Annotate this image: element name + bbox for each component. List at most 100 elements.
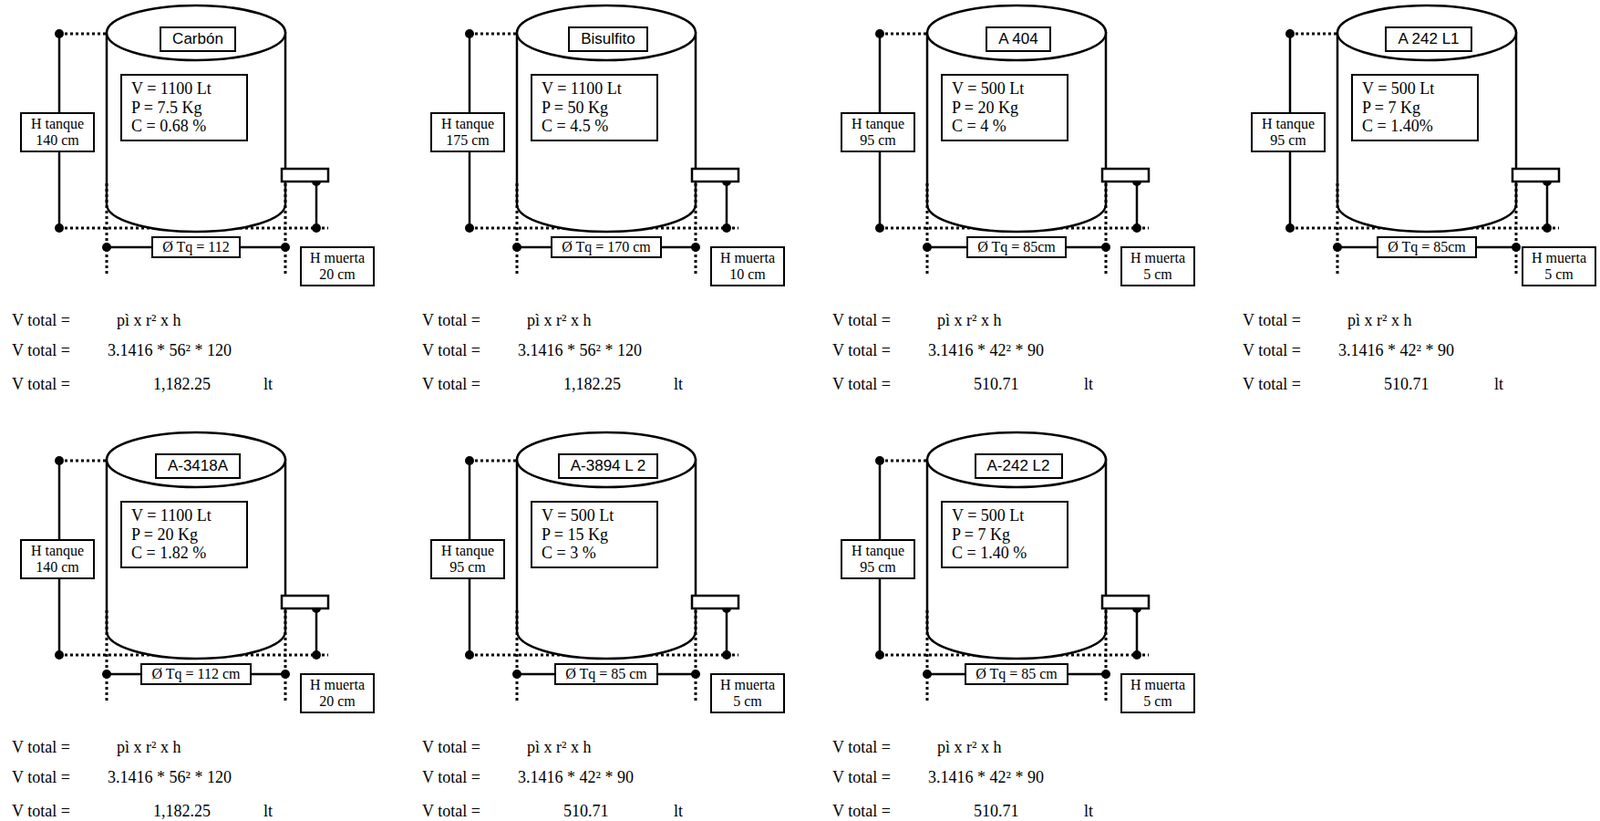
spec-box: V = 1100 LtP = 7.5 KgC = 0.68 %	[120, 73, 248, 142]
tank-body	[106, 459, 286, 659]
box-text: Ø Tq = 85cm	[977, 238, 1056, 256]
formula-prefix: V total =	[422, 374, 481, 394]
formula-prefix: V total =	[11, 767, 71, 787]
formula-prefix: V total =	[832, 310, 891, 331]
tank-name-box: A-3418A	[154, 453, 241, 479]
box-text: Ø Tq = 112	[162, 238, 229, 256]
formula: 3.1416 * 42² * 90	[517, 767, 634, 787]
tank-top	[516, 432, 696, 487]
spec-box: V = 1100 LtP = 50 KgC = 4.5 %	[530, 73, 659, 142]
dead-height-box: H muerta 5 cm	[1120, 246, 1196, 288]
dimension-dot	[1285, 29, 1295, 39]
tank-height-box: H tanque 95 cm	[430, 538, 506, 580]
formula-prefix: V total =	[422, 767, 481, 787]
unit: lt	[673, 801, 683, 821]
unit: lt	[1083, 801, 1094, 821]
diameter-extension	[516, 609, 519, 701]
diameter-box: Ø Tq = 170 cm	[550, 236, 662, 259]
dead-height-box: H muerta 5 cm	[710, 672, 785, 714]
formula-prefix: V total =	[11, 340, 71, 361]
unit: lt	[1083, 374, 1094, 394]
volume-value: 1,182.25	[153, 374, 211, 394]
dimension-dot	[875, 650, 885, 660]
box-text: H muerta 10 cm	[717, 249, 778, 284]
formula-prefix: V total =	[11, 374, 71, 394]
box-text: P = 15 Kg	[541, 525, 648, 545]
diameter-extension	[694, 183, 698, 274]
box-text: H tanque 95 cm	[847, 542, 909, 577]
box-text: P = 7.5 Kg	[131, 98, 238, 118]
formula-prefix: V total =	[11, 801, 71, 821]
dimension-dot	[464, 650, 475, 660]
formula: 3.1416 * 56² * 120	[107, 340, 232, 361]
box-text: H muerta 5 cm	[1127, 676, 1188, 711]
tank-body	[106, 32, 286, 232]
tank-top	[927, 5, 1106, 61]
box-text: Ø Tq = 112 cm	[151, 665, 240, 682]
outlet-pipe	[1102, 168, 1149, 182]
box-text: Ø Tq = 85 cm	[565, 665, 648, 682]
dimension-dot	[54, 650, 64, 660]
box-text: Ø Tq = 170 cm	[561, 238, 651, 256]
volume-value: 1,182.25	[563, 374, 621, 394]
dead-height-dimension	[725, 181, 729, 228]
formula: pì x r² x h	[526, 737, 591, 757]
box-text: Ø Tq = 85 cm	[975, 665, 1058, 682]
dead-height-dimension	[315, 181, 319, 228]
box-text: H tanque 95 cm	[847, 115, 909, 150]
diameter-extension	[926, 609, 930, 701]
tank-name-box: A 242 L1	[1384, 26, 1472, 52]
diameter-extension	[105, 183, 109, 274]
box-text: C = 3 %	[541, 543, 648, 563]
dimension-dot	[464, 455, 475, 465]
diameter-extension	[926, 183, 930, 274]
formula-prefix: V total =	[832, 340, 891, 361]
diameter-extension	[284, 183, 288, 274]
spec-box: V = 1100 LtP = 20 KgC = 1.82 %	[120, 500, 248, 568]
tank-drawing	[464, 432, 739, 701]
box-text: V = 500 Lt	[1362, 79, 1468, 99]
diameter-extension	[1104, 183, 1108, 274]
diameter-extension	[1104, 609, 1108, 701]
outlet-pipe	[691, 595, 739, 609]
formula-prefix: V total =	[422, 801, 481, 821]
tank-drawing	[875, 432, 1149, 701]
tank-name-box: A-242 L2	[974, 453, 1064, 479]
unit: lt	[1494, 374, 1504, 394]
box-text: H muerta 20 cm	[307, 249, 368, 284]
box-text: A-242 L2	[987, 456, 1051, 475]
diameter-box: Ø Tq = 85 cm	[964, 662, 1069, 685]
diameter-extension	[105, 609, 109, 701]
formula: pì x r² x h	[1347, 310, 1412, 331]
formula-prefix: V total =	[832, 767, 891, 787]
diameter-box: Ø Tq = 85cm	[966, 236, 1067, 259]
spec-box: V = 500 LtP = 7 KgC = 1.40 %	[940, 500, 1069, 568]
formula: pì x r² x h	[937, 310, 1002, 331]
diameter-extension	[516, 183, 519, 274]
formula-prefix: V total =	[832, 801, 891, 821]
formula: 3.1416 * 56² * 120	[517, 340, 642, 361]
dead-height-dimension	[1135, 181, 1139, 228]
tank-body	[1337, 32, 1517, 232]
formula-prefix: V total =	[1242, 310, 1301, 331]
tank-height-box: H tanque 95 cm	[1250, 112, 1326, 154]
box-text: Bisulfito	[580, 30, 636, 49]
dead-height-box: H muerta 5 cm	[1521, 246, 1597, 288]
diameter-box: Ø Tq = 85cm	[1376, 236, 1477, 259]
box-text: V = 1100 Lt	[541, 79, 648, 99]
formula-prefix: V total =	[832, 737, 891, 757]
formula: 3.1416 * 42² * 90	[928, 767, 1044, 787]
box-text: H muerta 5 cm	[1127, 249, 1188, 284]
dimension-dot	[464, 223, 475, 233]
box-text: C = 4.5 %	[541, 116, 648, 136]
formula: 3.1416 * 42² * 90	[928, 340, 1044, 361]
box-text: H muerta 20 cm	[307, 676, 368, 711]
tank-name-box: Bisulfito	[567, 26, 649, 52]
tank-name-box: A-3894 L 2	[557, 453, 660, 479]
box-text: V = 500 Lt	[951, 79, 1058, 99]
tank-height-box: H tanque 95 cm	[840, 112, 916, 154]
formula-prefix: V total =	[11, 737, 71, 757]
box-text: Carbón	[172, 30, 224, 49]
outlet-pipe	[691, 168, 739, 182]
volume-value: 510.71	[973, 801, 1020, 821]
